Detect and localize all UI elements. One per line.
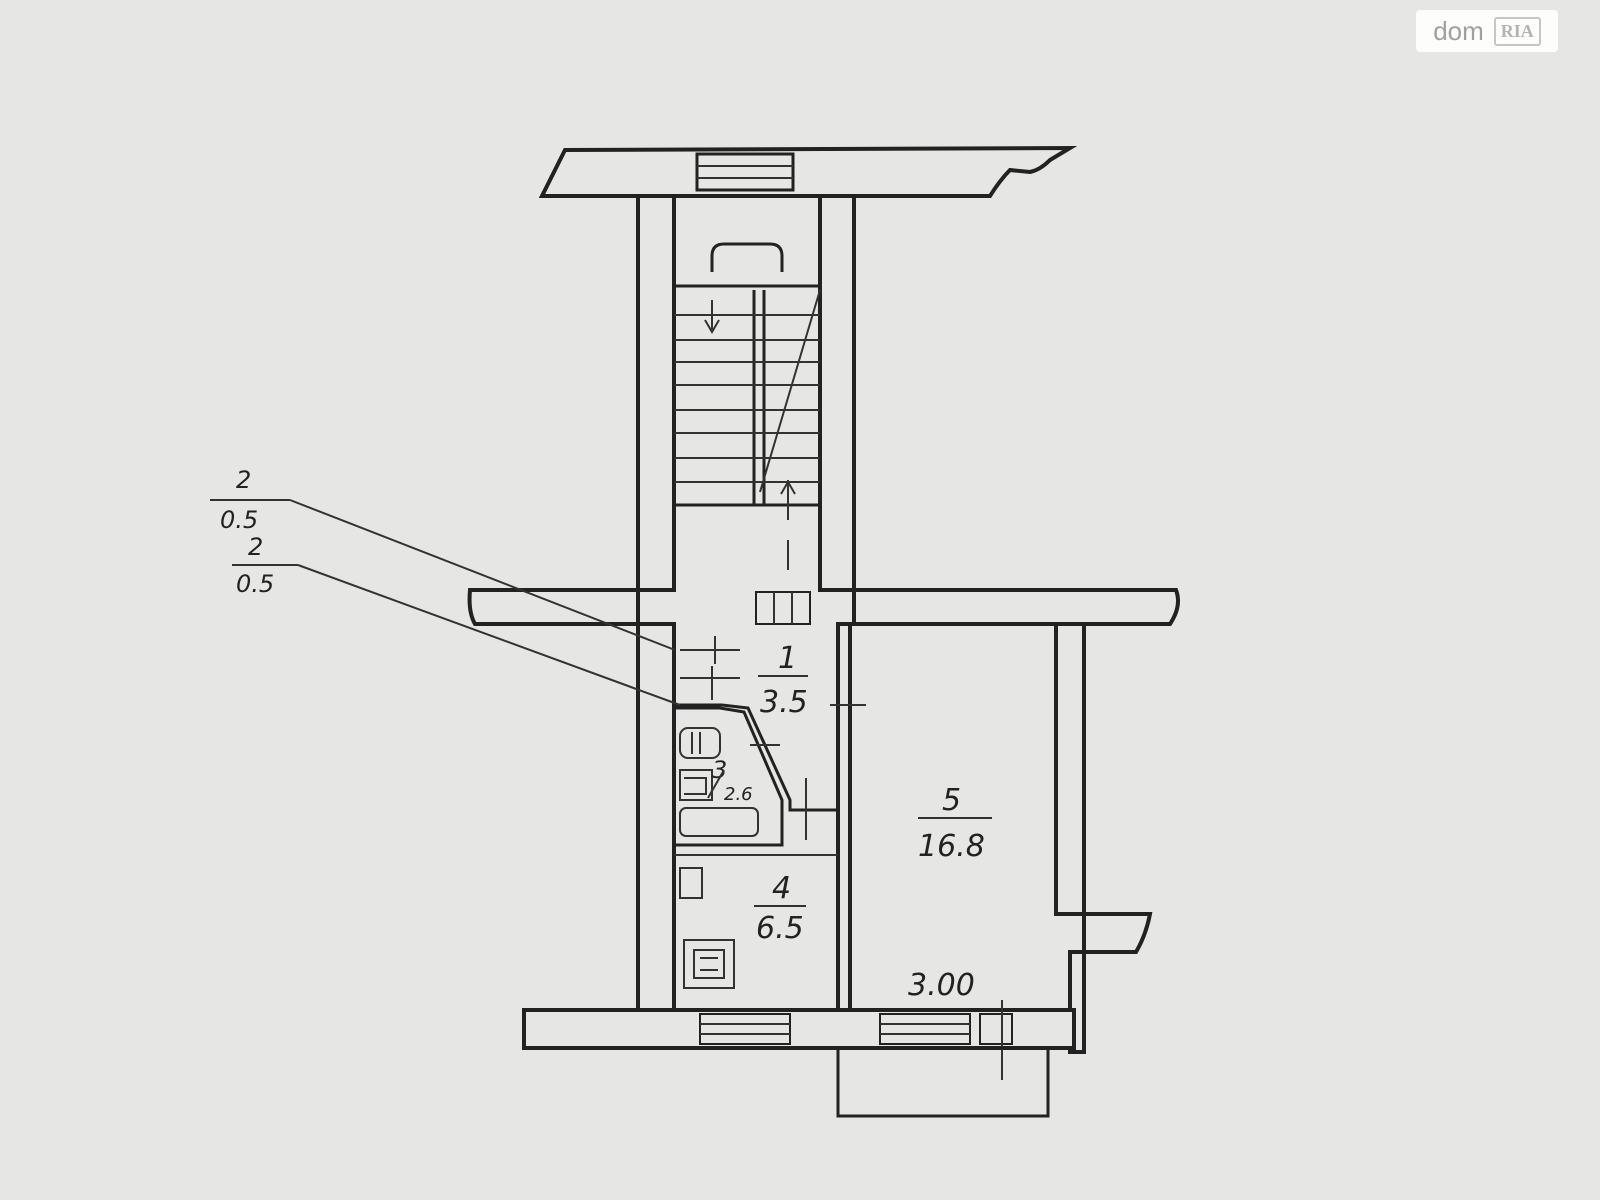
watermark-ria: RIA xyxy=(1493,16,1541,46)
room-3-number: 3 xyxy=(712,756,727,784)
dimension-label: 3.00 xyxy=(908,968,975,1003)
stairwell-walls xyxy=(636,194,856,592)
room-4-label: 4 6.5 xyxy=(754,871,806,946)
room-3-area: 2.6 xyxy=(724,784,753,805)
callout-2-area: 0.5 xyxy=(236,570,274,598)
interior-partitions xyxy=(674,622,866,1012)
middle-wall xyxy=(467,588,1180,626)
apartment-walls xyxy=(522,622,1153,1080)
corridor-ticks xyxy=(680,636,780,746)
watermark-dom: dom xyxy=(1433,15,1484,46)
room-5-number: 5 xyxy=(942,783,961,818)
room-4-number: 4 xyxy=(772,871,791,906)
room-5-area: 16.8 xyxy=(918,829,985,864)
callout-1-number: 2 xyxy=(236,466,251,494)
room-1-label: 1 3.5 xyxy=(758,641,808,720)
callout-1-area: 0.5 xyxy=(220,506,258,534)
bathroom-fixtures xyxy=(679,727,759,989)
room-1-area: 3.5 xyxy=(760,685,808,720)
top-wall xyxy=(538,145,1078,198)
room-3-label: 3 2.6 xyxy=(707,756,753,805)
balcony xyxy=(836,1046,1050,1118)
room-1-number: 1 xyxy=(778,641,797,676)
room-4-area: 6.5 xyxy=(756,911,804,946)
watermark-logo: dom RIA xyxy=(1416,10,1558,52)
callout-2-number: 2 xyxy=(248,533,263,561)
room-5-label: 5 16.8 xyxy=(918,783,992,864)
staircase xyxy=(674,242,821,570)
leader-lines xyxy=(210,499,681,706)
